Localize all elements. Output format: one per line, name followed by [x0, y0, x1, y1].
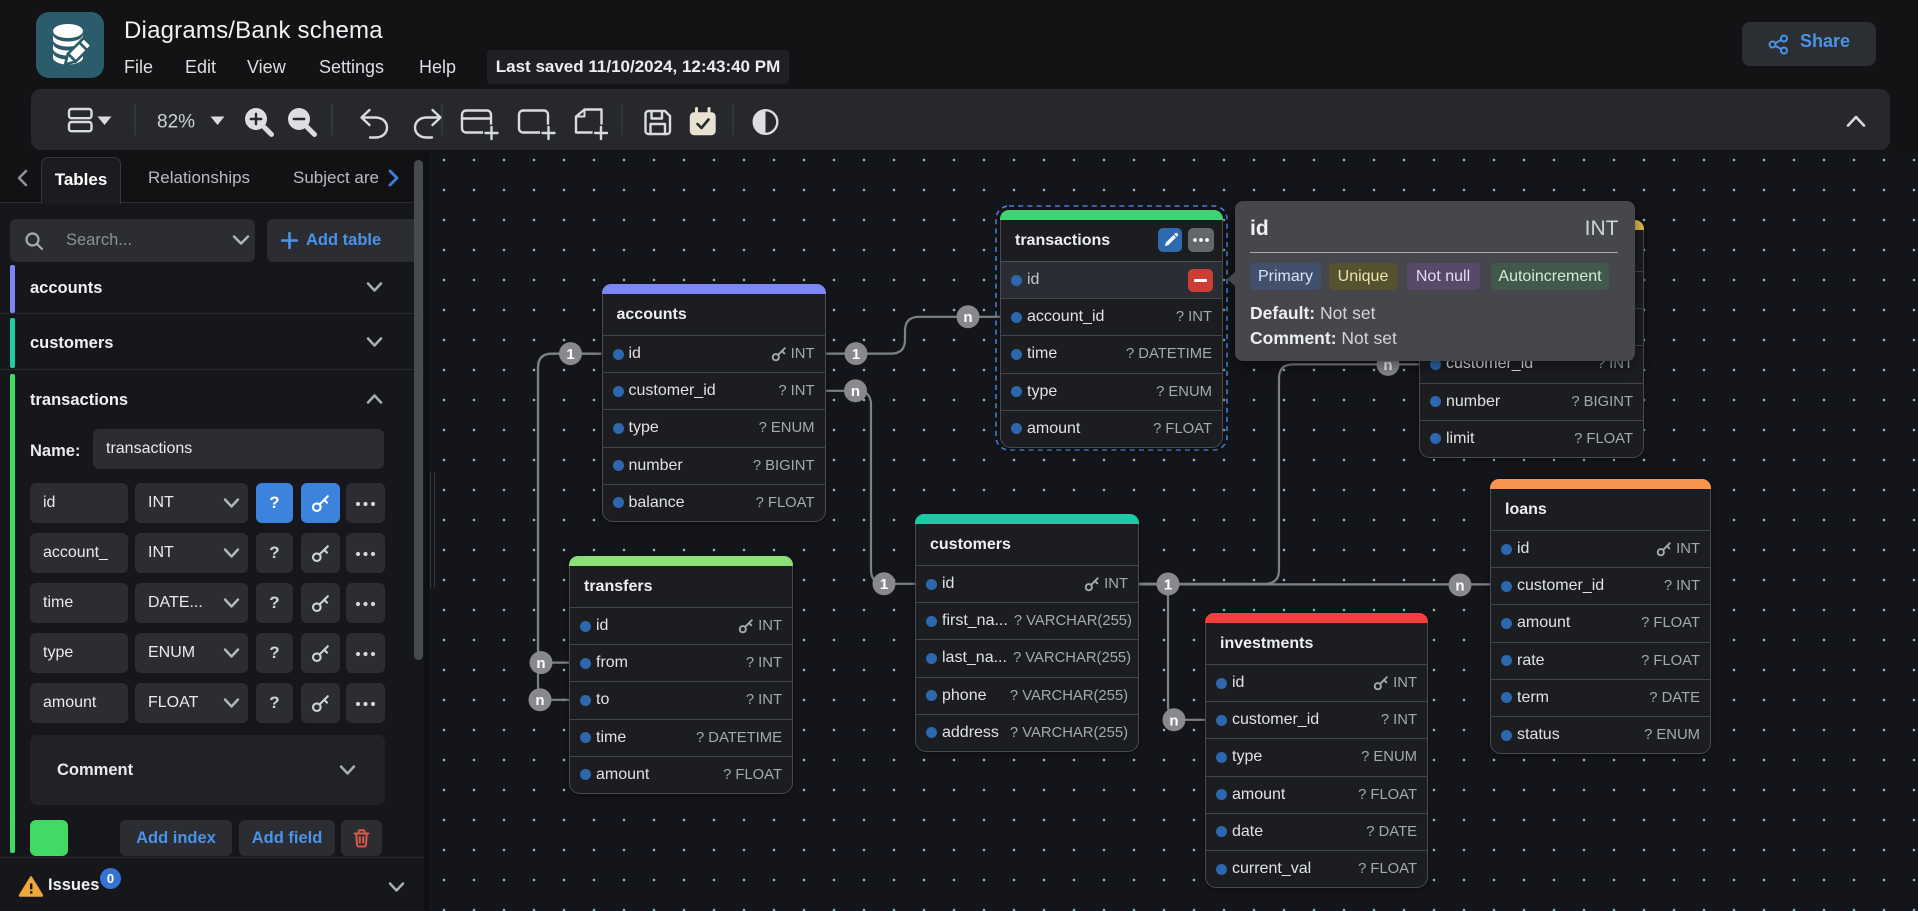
svg-text:n: n — [963, 309, 972, 326]
svg-text:n: n — [1169, 712, 1178, 729]
svg-text:1: 1 — [1164, 577, 1172, 594]
svg-text:n: n — [1455, 578, 1464, 595]
svg-text:1: 1 — [880, 576, 888, 593]
svg-text:1: 1 — [852, 346, 860, 363]
svg-text:1: 1 — [566, 346, 574, 363]
svg-text:n: n — [851, 383, 860, 400]
svg-text:n: n — [536, 655, 545, 672]
svg-text:n: n — [1383, 357, 1392, 374]
svg-text:n: n — [535, 692, 544, 709]
svg-text:82%: 82% — [157, 112, 195, 133]
